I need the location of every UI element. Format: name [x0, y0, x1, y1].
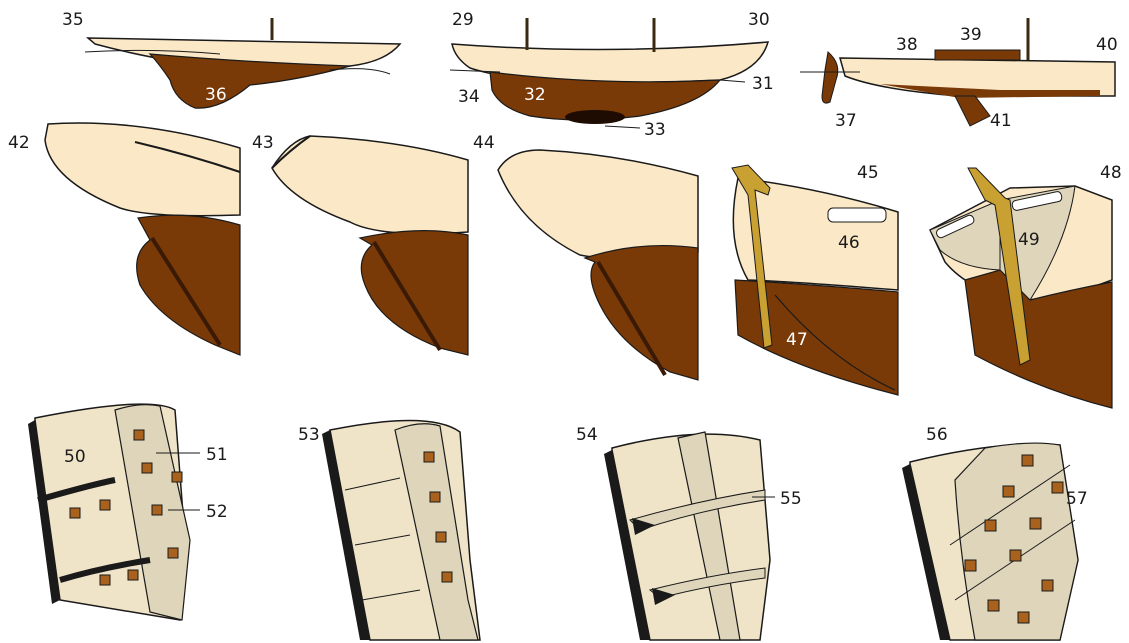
hull-section-56: [902, 443, 1078, 640]
label-48: 48: [1100, 163, 1122, 183]
label-50: 50: [64, 447, 86, 467]
stern-view-45: [732, 165, 898, 395]
label-40: 40: [1096, 35, 1118, 55]
boat-38-side-view: [800, 18, 1115, 126]
hull-section-54: [604, 432, 775, 640]
label-36: 36: [205, 85, 227, 105]
label-47: 47: [786, 330, 808, 350]
label-34: 34: [458, 87, 480, 107]
label-57: 57: [1066, 489, 1088, 509]
stern-view-48: [930, 168, 1112, 408]
label-41: 41: [990, 111, 1012, 131]
label-33: 33: [644, 120, 666, 140]
label-54: 54: [576, 425, 598, 445]
label-44: 44: [473, 133, 495, 153]
label-42: 42: [8, 133, 30, 153]
label-49: 49: [1018, 230, 1040, 250]
stern-view-42: [45, 123, 240, 355]
label-55: 55: [780, 489, 802, 509]
boat-29-side-view: [450, 18, 768, 128]
label-53: 53: [298, 425, 320, 445]
label-37: 37: [835, 111, 857, 131]
label-39: 39: [960, 25, 982, 45]
hull-section-53: [322, 420, 480, 640]
label-38: 38: [896, 35, 918, 55]
label-35: 35: [62, 10, 84, 30]
label-29: 29: [452, 10, 474, 30]
hull-section-50: [28, 404, 200, 620]
stern-view-44: [498, 150, 698, 380]
label-32: 32: [524, 85, 546, 105]
stern-view-43: [272, 136, 468, 355]
label-30: 30: [748, 10, 770, 30]
label-31: 31: [752, 74, 774, 94]
label-43: 43: [252, 133, 274, 153]
boat-35-side-view: [85, 18, 400, 108]
label-51: 51: [206, 445, 228, 465]
label-46: 46: [838, 233, 860, 253]
label-45: 45: [857, 163, 879, 183]
label-52: 52: [206, 502, 228, 522]
label-56: 56: [926, 425, 948, 445]
